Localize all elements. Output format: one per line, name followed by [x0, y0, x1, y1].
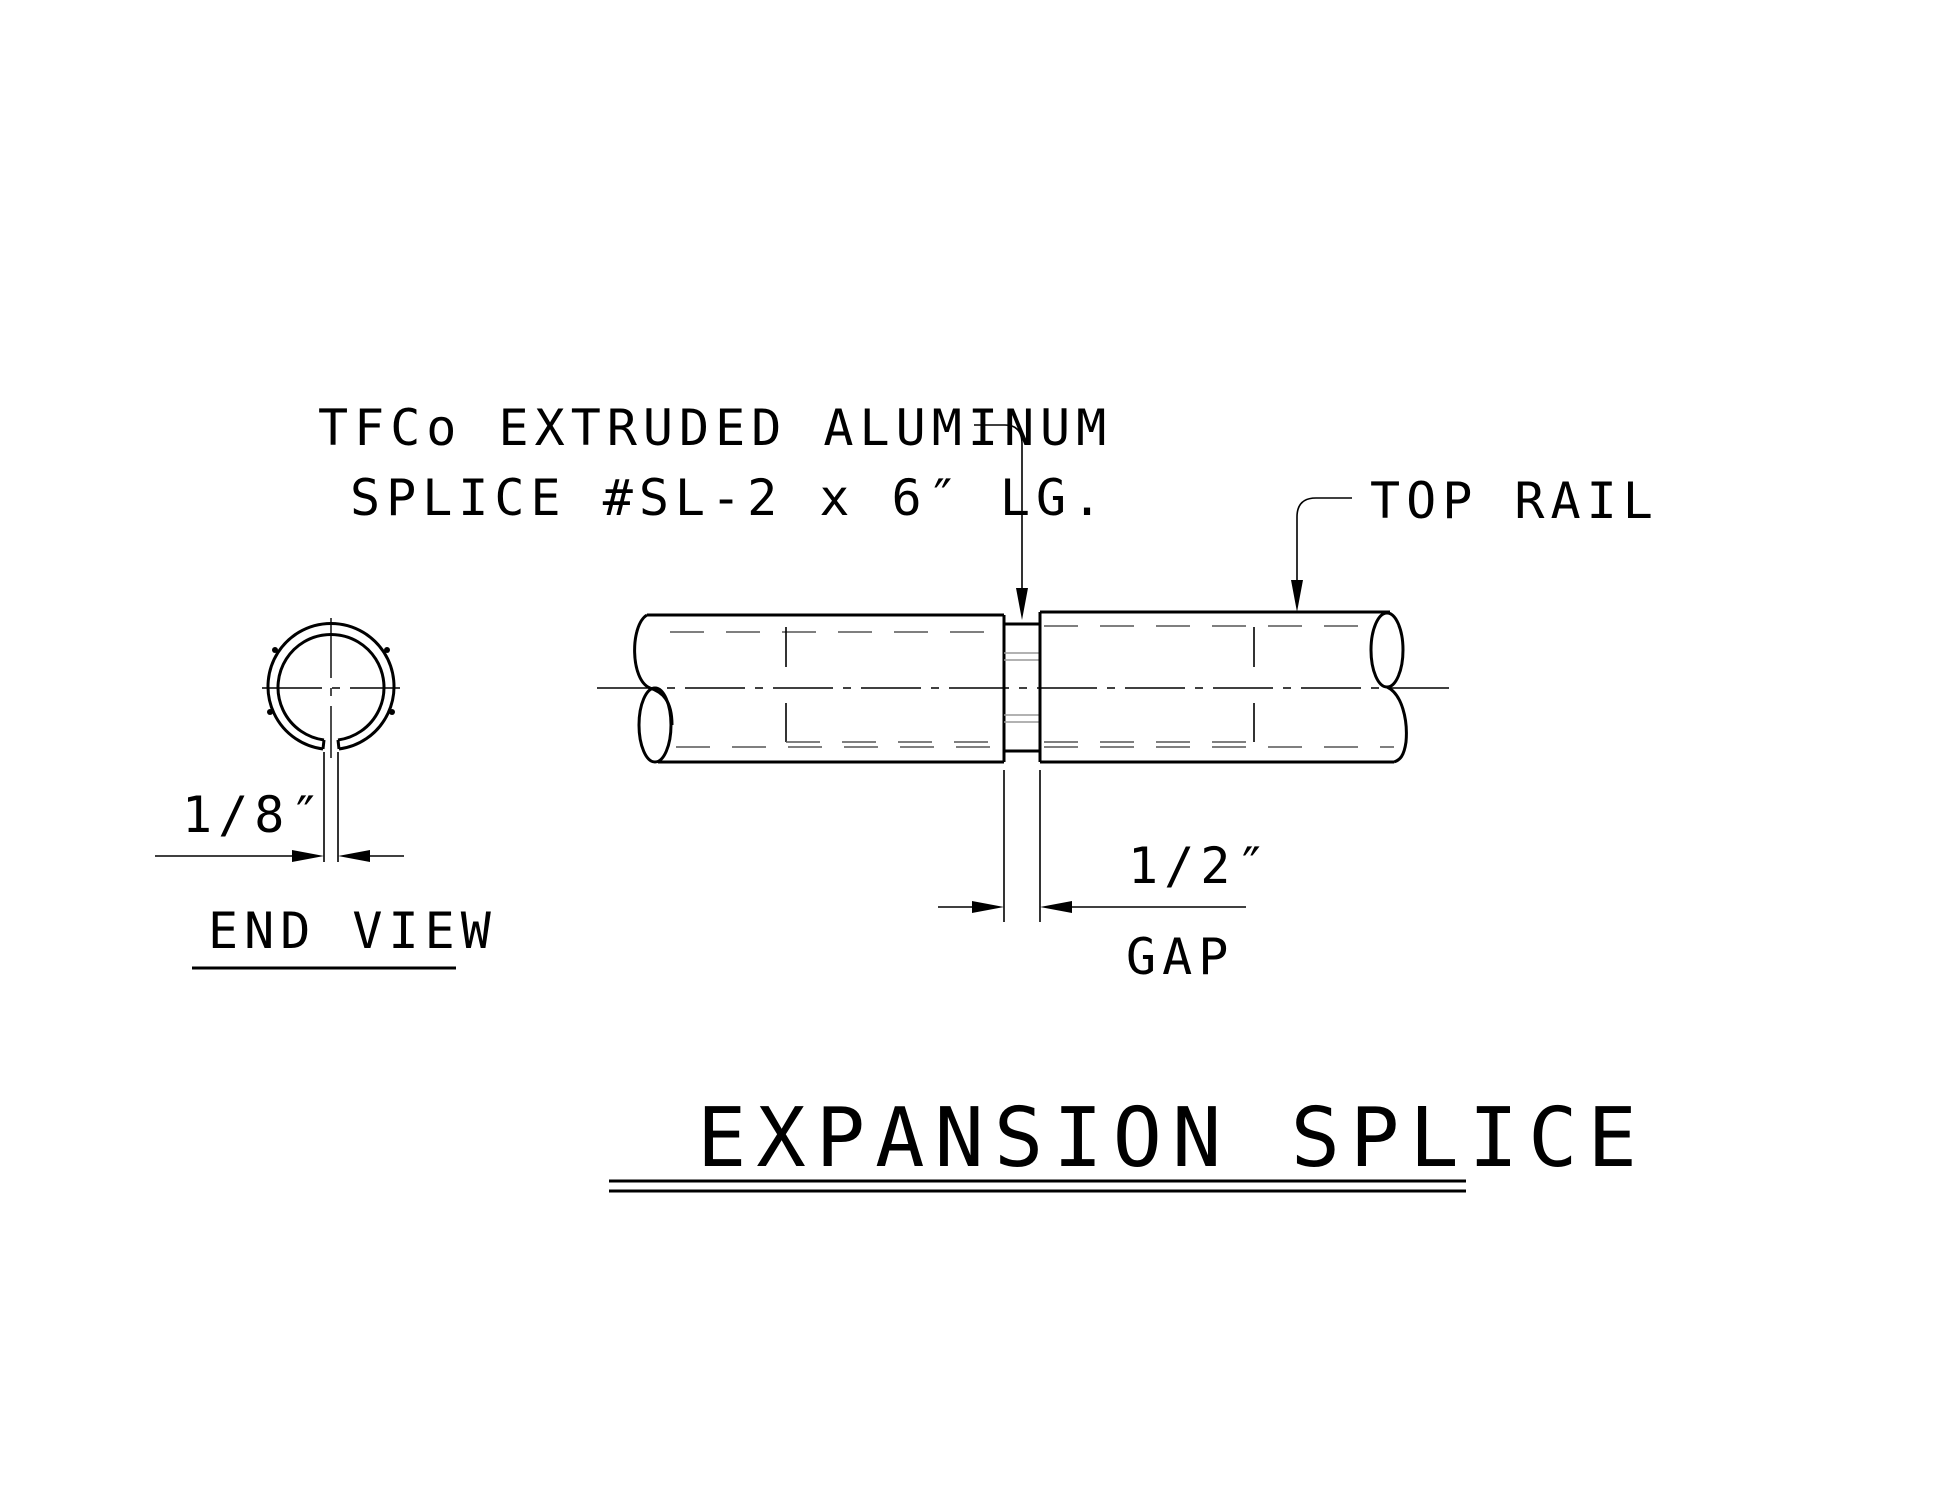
splice-note-line1: TFCo EXTRUDED ALUMINUM: [318, 399, 1112, 457]
end-view-slot-right: [336, 739, 341, 750]
right-rail-break-lower: [1386, 685, 1408, 764]
splice-note-line2: SPLICE #SL-2 x 6″ LG.: [350, 469, 1108, 527]
end-view-rib: [389, 709, 395, 715]
end-view-outer-ring: [266, 622, 396, 751]
top-rail-callout: TOP RAIL: [1291, 472, 1659, 612]
end-view-rib: [272, 647, 278, 653]
end-view-label: END VIEW: [208, 902, 497, 960]
drawing-title-block: EXPANSION SPLICE: [609, 1091, 1647, 1193]
gap-arrowhead: [972, 901, 1004, 913]
splice-callout: TFCo EXTRUDED ALUMINUM SPLICE #SL-2 x 6″…: [318, 399, 1112, 620]
end-view-inner-ring: [276, 633, 386, 742]
splice-leader-arrowhead: [1016, 588, 1028, 620]
rail-side-view: 1/2″ GAP: [597, 610, 1456, 986]
right-rail-break-ellipse: [1369, 611, 1405, 689]
end-view-gap-dimension: 1/8″: [182, 786, 326, 844]
top-rail-leader-arrowhead: [1291, 580, 1303, 612]
gap-arrowhead: [1040, 901, 1072, 913]
top-rail-leader-line: [1296, 497, 1352, 580]
left-rail: [633, 613, 1006, 764]
gap-label: GAP: [1126, 928, 1234, 986]
gap-dimension: 1/2″ GAP: [938, 770, 1272, 986]
splice-leader-line: [974, 424, 1023, 588]
gap-dimension-text: 1/2″: [1128, 837, 1272, 895]
drawing-title: EXPANSION SPLICE: [697, 1091, 1647, 1186]
end-view-rib: [384, 647, 390, 653]
top-rail-label: TOP RAIL: [1370, 472, 1659, 530]
left-rail-break-join: [649, 686, 674, 726]
end-view-rib: [267, 709, 273, 715]
end-view: 1/8″ END VIEW: [155, 618, 497, 970]
end-view-arrowhead: [338, 850, 370, 862]
end-view-arrowhead: [292, 850, 324, 862]
splice-in-gap: [1004, 622, 1040, 753]
left-rail-break-upper: [633, 613, 651, 690]
right-rail: [1038, 610, 1408, 764]
end-view-slot-left: [321, 739, 326, 750]
